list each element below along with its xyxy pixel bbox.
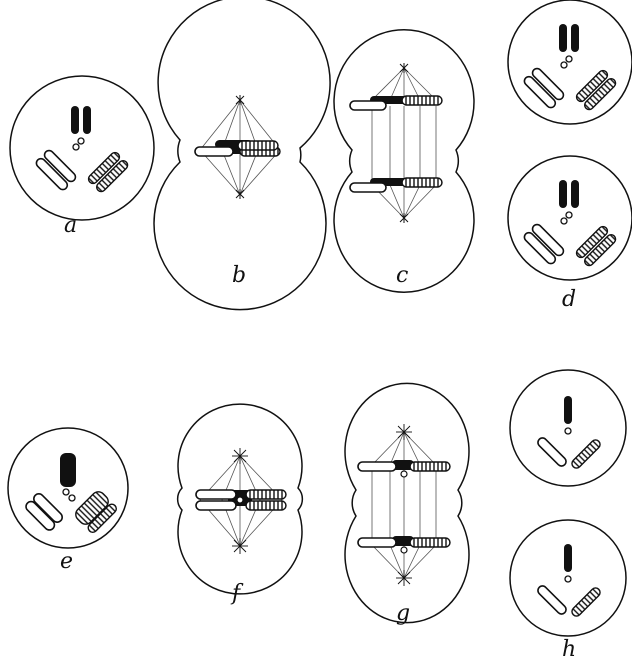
panel-f-cell (178, 404, 303, 594)
panel-c-cell (334, 30, 474, 292)
label-e: e (60, 549, 73, 574)
panel-d-cell-bottom (508, 156, 632, 280)
panel-g-cell (345, 383, 469, 622)
panel-e-cell (8, 428, 128, 548)
label-g: g (396, 601, 410, 626)
label-h: h (562, 637, 576, 662)
panel-h-cell-bottom (510, 520, 626, 636)
label-c: c (396, 263, 408, 288)
label-b: b (232, 263, 246, 288)
label-a: a (64, 213, 77, 238)
panel-d-cell-top (508, 0, 632, 124)
panel-a-cell (10, 76, 154, 220)
panel-h-cell-top (510, 370, 626, 486)
label-d: d (562, 287, 576, 312)
